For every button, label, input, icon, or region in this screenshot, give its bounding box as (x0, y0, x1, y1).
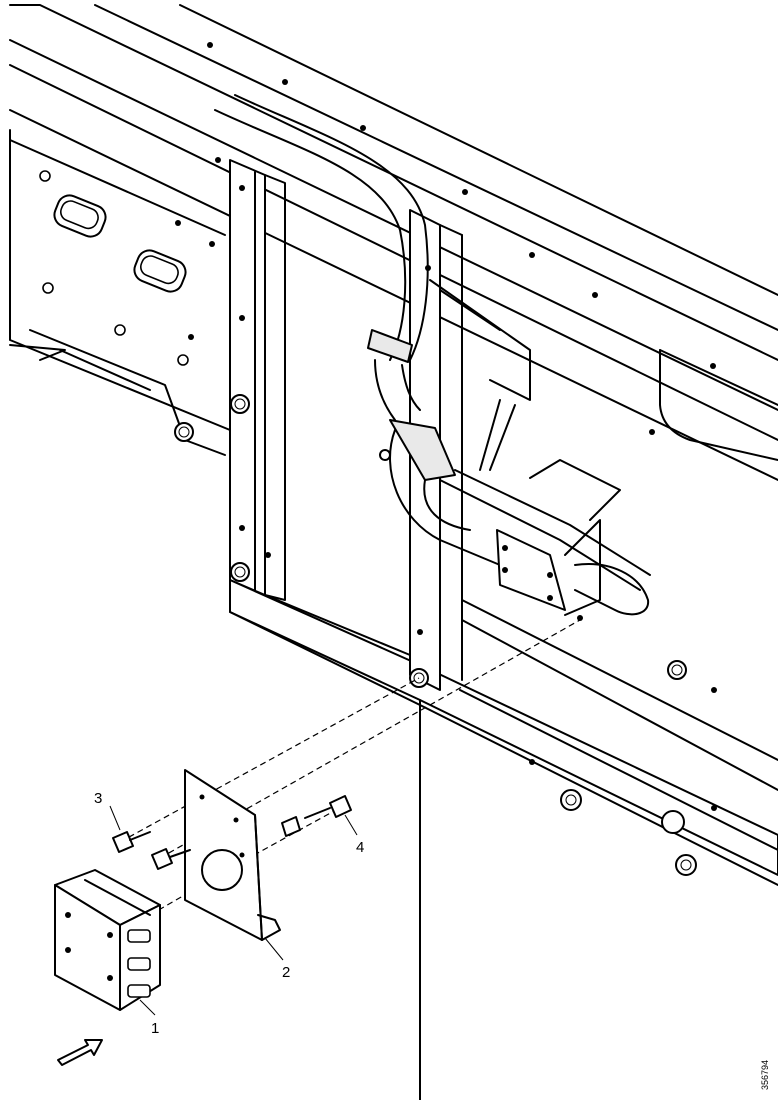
mounting-bracket (229, 159, 778, 1100)
mounting-plate (184, 769, 281, 941)
bolt-part4 (281, 795, 352, 837)
callout-part4: 4 (356, 839, 364, 856)
callout-part2: 2 (282, 964, 290, 981)
direction-arrow-icon (57, 1039, 103, 1066)
bolt-part3 (112, 831, 191, 870)
leader-lines (109, 805, 358, 1016)
control-unit-box (54, 869, 161, 1011)
reference-number: 356794 (760, 1060, 770, 1090)
callout-part1: 1 (151, 1020, 159, 1037)
frame-rail (9, 4, 778, 481)
hose-clamp-block (496, 459, 650, 621)
side-plate (9, 129, 231, 456)
right-panel (659, 349, 778, 461)
callout-part3: 3 (94, 790, 102, 807)
hose-assembly (214, 94, 651, 591)
